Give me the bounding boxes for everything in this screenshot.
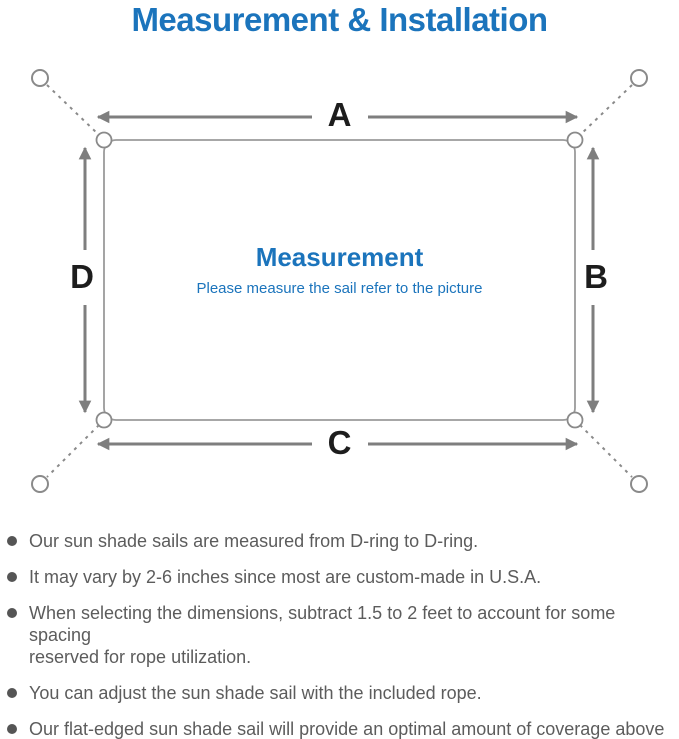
bullet-dot-icon <box>7 572 17 582</box>
dimension-label-a: A <box>327 96 352 133</box>
d-rings <box>95 131 584 429</box>
d-ring-icon <box>95 131 113 149</box>
notes-list: Our sun shade sails are measured from D-… <box>7 530 677 739</box>
note-text: Our flat-edged sun shade sail will provi… <box>29 719 665 739</box>
d-ring-icon <box>566 411 584 429</box>
note-text: When selecting the dimensions, subtract … <box>29 603 616 667</box>
anchor-points <box>31 69 648 493</box>
list-item: When selecting the dimensions, subtract … <box>7 602 677 668</box>
note-text: It may vary by 2-6 inches since most are… <box>29 567 542 587</box>
anchor-point-icon <box>31 69 49 87</box>
sail-measurement-diagram <box>31 69 648 493</box>
center-text-block: Measurement Please measure the sail refe… <box>104 242 575 297</box>
list-item: It may vary by 2-6 inches since most are… <box>7 566 677 588</box>
sail-outline <box>103 139 576 421</box>
d-ring-icon <box>566 131 584 149</box>
bullet-dot-icon <box>7 724 17 734</box>
list-item: Our sun shade sails are measured from D-… <box>7 530 677 552</box>
dimension-label-d: D <box>70 258 94 295</box>
page-title: Measurement & Installation <box>131 1 548 38</box>
d-ring-icon <box>95 411 113 429</box>
bullet-dot-icon <box>7 688 17 698</box>
bullet-dot-icon <box>7 536 17 546</box>
measurement-heading: Measurement <box>255 242 424 272</box>
bullet-dot-icon <box>7 608 17 618</box>
measurement-subtitle: Please measure the sail refer to the pic… <box>196 280 483 297</box>
note-text: Our sun shade sails are measured from D-… <box>29 531 479 551</box>
anchor-point-icon <box>630 475 648 493</box>
dimension-label-b: B <box>584 258 608 295</box>
list-item: You can adjust the sun shade sail with t… <box>7 682 677 704</box>
anchor-point-icon <box>630 69 648 87</box>
anchor-point-icon <box>31 475 49 493</box>
note-text: You can adjust the sun shade sail with t… <box>29 683 482 703</box>
list-item: Our flat-edged sun shade sail will provi… <box>7 718 677 739</box>
measurement-arrows <box>78 110 600 451</box>
dimension-label-c: C <box>327 424 352 461</box>
